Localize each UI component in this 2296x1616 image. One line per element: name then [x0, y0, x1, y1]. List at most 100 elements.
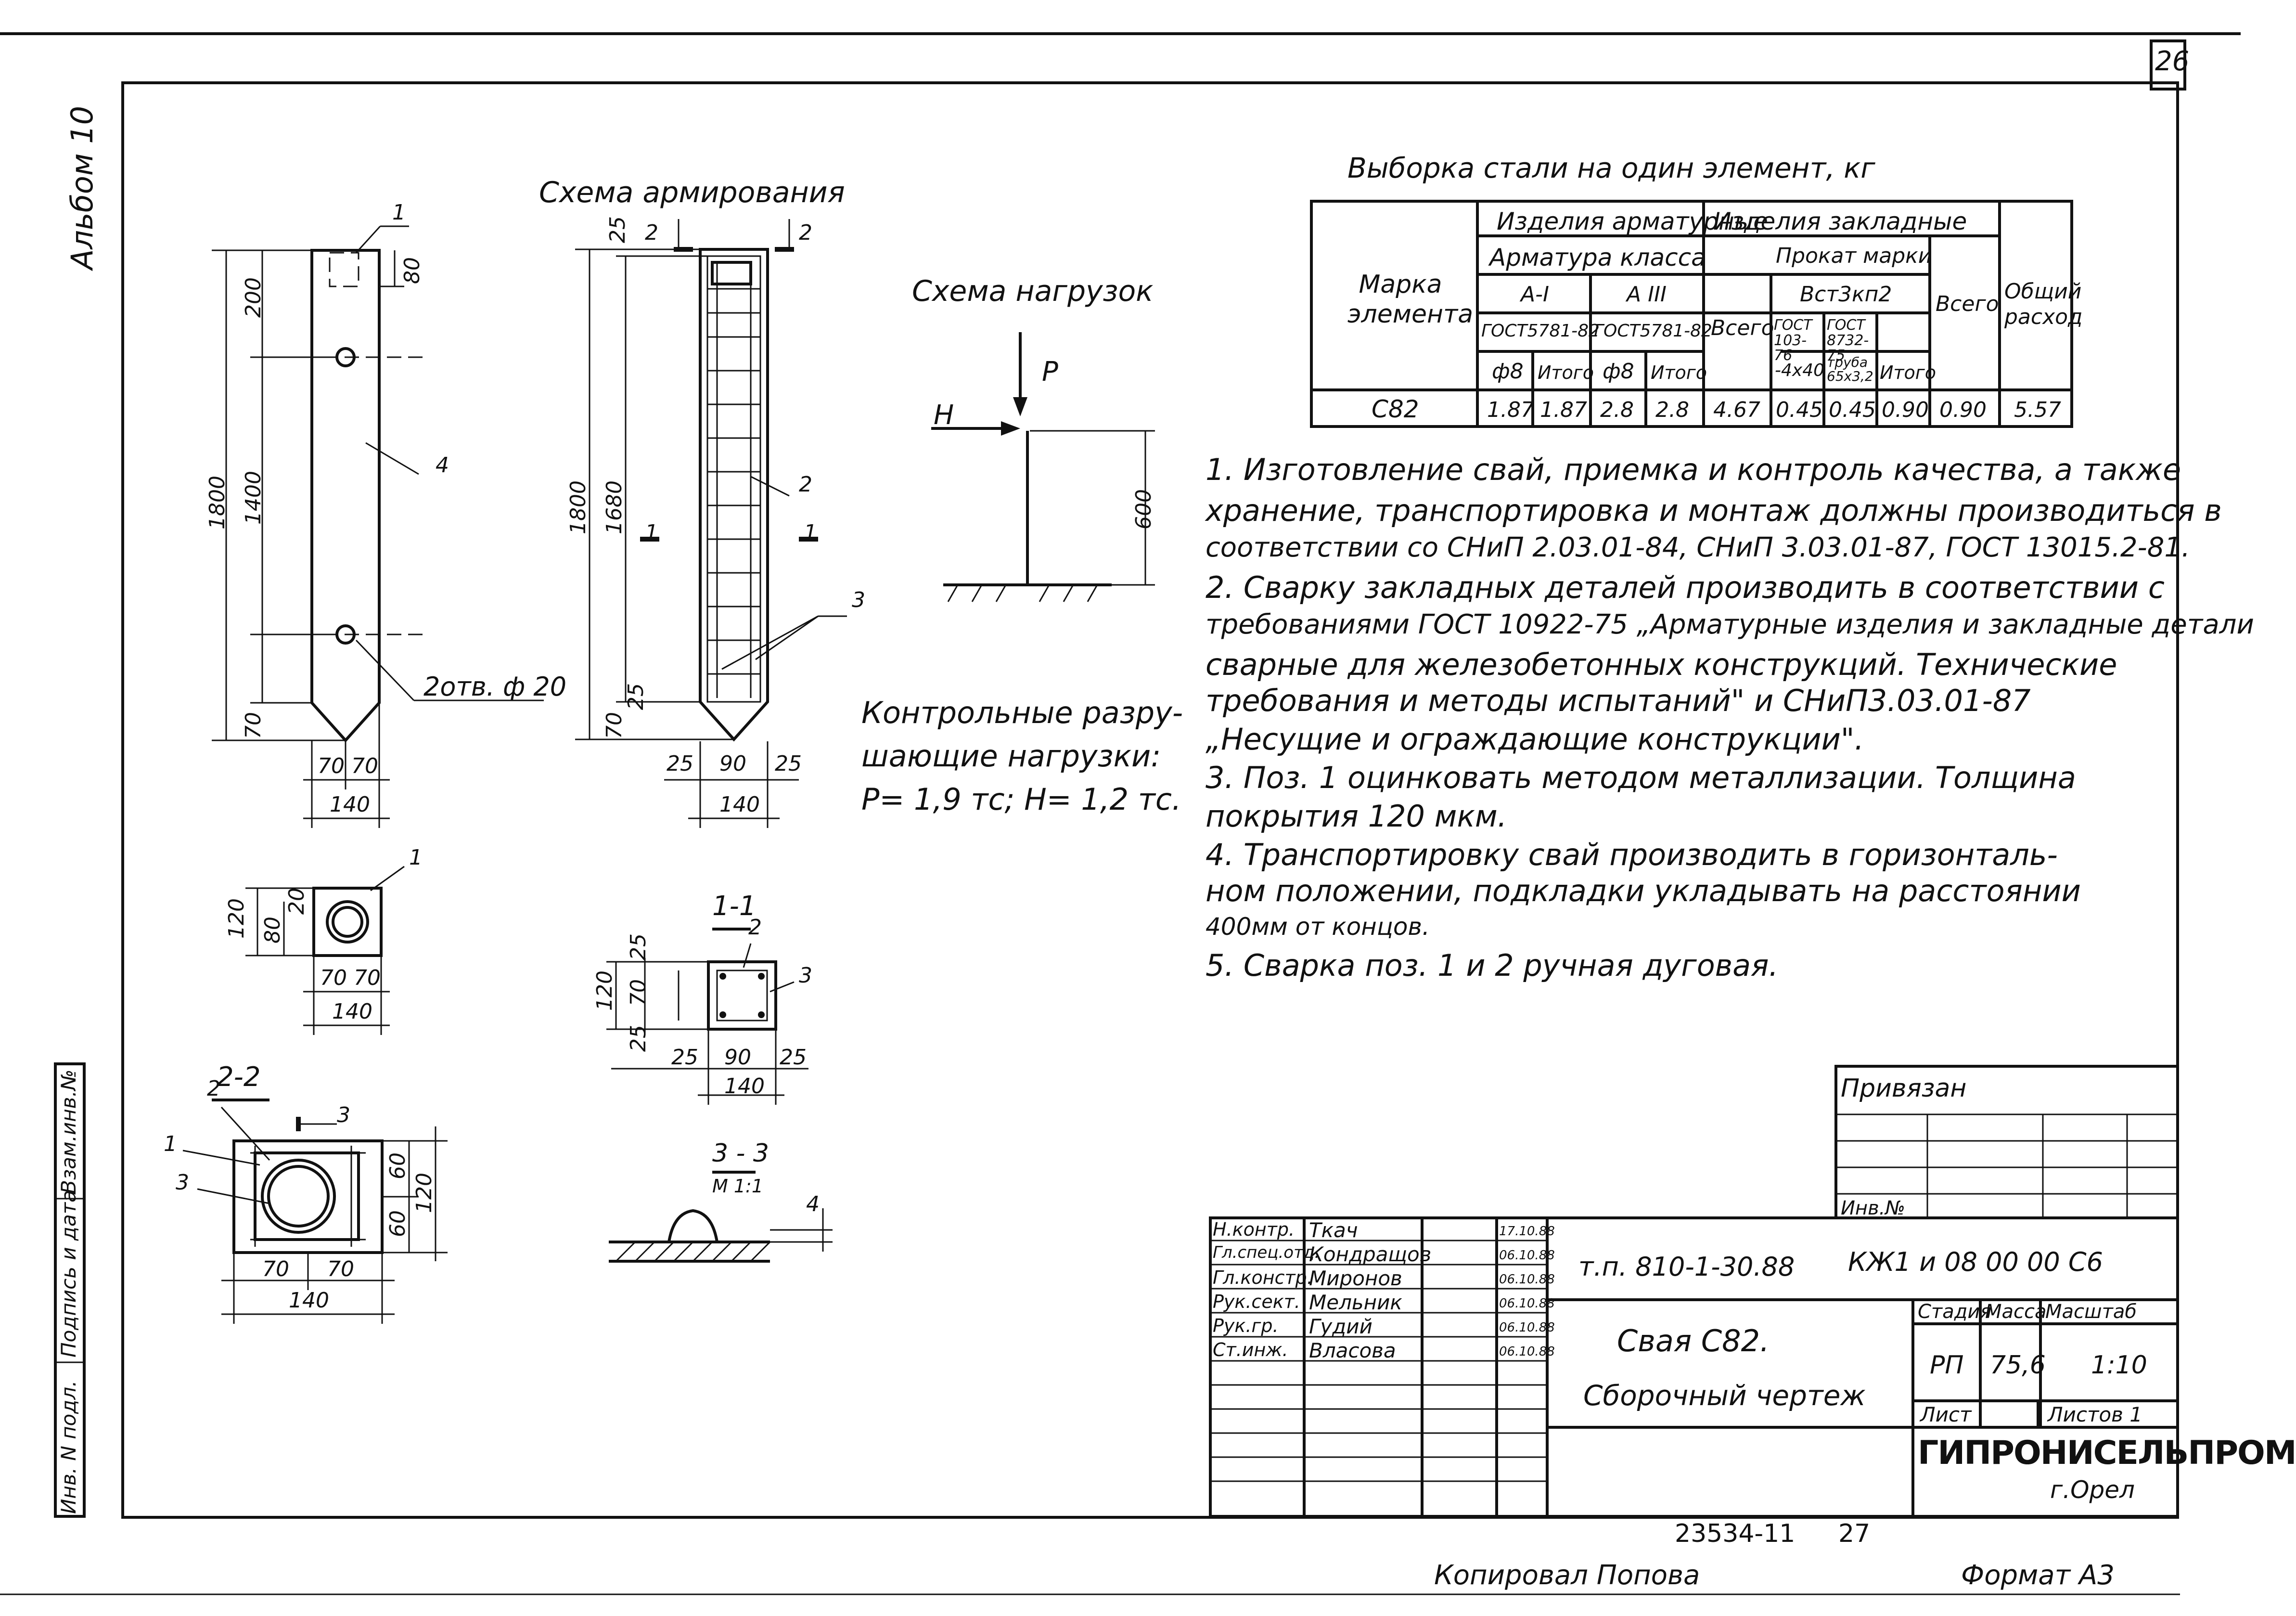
top-dim-140: 140 — [332, 999, 372, 1024]
stage-value: РП — [1930, 1351, 1964, 1380]
reinf-pos-3: 3 — [852, 588, 865, 612]
signer-date: 17.10.88 — [1499, 1224, 1555, 1239]
pile-dim-70b: 70 — [351, 754, 378, 778]
pile-dim-70v: 70 — [241, 712, 266, 739]
reinf-dim-70: 70 — [602, 712, 627, 739]
reinforcement-title: Схема армирования — [539, 176, 845, 209]
signer-role: Гл.спец.отд. — [1213, 1243, 1320, 1262]
th-overall: Общий расход — [2004, 279, 2083, 329]
reinf-dim-1680: 1680 — [602, 480, 627, 534]
th-gost1: ГОСТ 103-76 — [1774, 317, 1812, 364]
th-armature-items: Изделия арматурные — [1497, 207, 1768, 235]
pile-dim-140: 140 — [330, 792, 370, 817]
section-2-2 — [182, 1099, 448, 1324]
th-sz2: труба 65х3,2 — [1827, 354, 1873, 385]
reinf-dim-25v: 25 — [624, 683, 648, 710]
cell-d8b: 2.8 — [1600, 398, 1634, 422]
reinf-pos-2: 2 — [799, 472, 812, 497]
reinf-dim-25top: 25 — [605, 216, 630, 243]
s22-dim-140: 140 — [289, 1288, 329, 1313]
note-line: хранение, транспортировка и монтаж должн… — [1206, 493, 2222, 528]
title-block-grid — [1209, 1216, 2179, 1518]
th-rolled: Прокат марки — [1776, 244, 1932, 268]
signer-role: Рук.сект. — [1213, 1291, 1300, 1312]
s11-dim-25a: 25 — [626, 933, 651, 960]
th-total-c: Итого — [1880, 362, 1937, 383]
s11-dim-90: 90 — [724, 1045, 751, 1070]
th-a1: А-I — [1521, 282, 1549, 307]
signer-name: Кондращов — [1309, 1242, 1432, 1266]
load-height-600: 600 — [1131, 489, 1156, 530]
s11-pos-2: 2 — [748, 915, 762, 940]
th-steel: Вст3кп2 — [1800, 282, 1892, 307]
pile-dim-200: 200 — [241, 277, 266, 318]
signer-name: Миронов — [1309, 1267, 1402, 1290]
section-3-3-scale: М 1:1 — [712, 1176, 764, 1197]
section-1-1 — [606, 928, 808, 1105]
pile-view — [212, 225, 544, 828]
signer-role: Рук.гр. — [1213, 1315, 1279, 1336]
section-3-3-title: 3 - 3 — [712, 1139, 769, 1168]
th-vsego: Всего — [1711, 316, 1774, 340]
s22-dim-60a: 60 — [385, 1152, 410, 1179]
scale-value: 1:10 — [2091, 1351, 2147, 1380]
signer-name: Власова — [1309, 1339, 1396, 1362]
pile-pos-1: 1 — [392, 200, 406, 225]
privyazan-label: Привязан — [1841, 1074, 1967, 1103]
note-line: „Несущие и ограждающие конструкции". — [1206, 722, 1864, 757]
org-city: г.Орел — [2050, 1476, 2135, 1504]
reinf-dim-1800: 1800 — [566, 480, 590, 534]
doc-code: КЖ1 и 08 00 00 С6 — [1848, 1247, 2103, 1277]
reinf-cut-2a: 2 — [645, 220, 658, 245]
s11-dim-70: 70 — [626, 979, 651, 1006]
control-loads-3: P= 1,9 тс; H= 1,2 тс. — [861, 782, 1181, 817]
s11-pos-3: 3 — [799, 963, 812, 988]
th-mark: Марка элемента — [1347, 270, 1474, 329]
reinf-cut-1b: 1 — [804, 520, 817, 545]
cell-total-c: 0.90 — [1882, 398, 1929, 422]
note-line: 400мм от концов. — [1206, 913, 1430, 941]
th-gost-a1: ГОСТ5781-82 — [1481, 321, 1600, 341]
top-pos-1: 1 — [409, 845, 423, 870]
top-dim-20: 20 — [284, 888, 309, 915]
section-2-2-title: 2-2 — [217, 1061, 261, 1093]
th-sz1: -4х40 — [1775, 361, 1825, 380]
footer-page: 27 — [1838, 1519, 1871, 1548]
signer-role: Ст.инж. — [1213, 1339, 1288, 1360]
reinf-dim-90: 90 — [719, 751, 746, 776]
drawing-lines — [0, 32, 2241, 1595]
pile-dim-1400: 1400 — [241, 471, 266, 525]
s11-dim-25c: 25 — [671, 1045, 698, 1070]
signer-date: 06.10.88 — [1499, 1272, 1555, 1287]
s22-pos-1: 1 — [164, 1132, 177, 1156]
reinf-dim-25b: 25 — [775, 751, 802, 776]
signer-date: 06.10.88 — [1499, 1345, 1555, 1359]
note-line: требования и методы испытаний" и СНиП3.0… — [1206, 683, 2031, 718]
steel-table-title: Выборка стали на один элемент, кг — [1347, 152, 1875, 184]
copied-by: Копировал Попова — [1434, 1560, 1700, 1591]
stage-label: Стадия — [1918, 1301, 1992, 1323]
steel-table-grid — [1310, 200, 2073, 428]
reinf-cut-2b: 2 — [799, 220, 812, 245]
side-podpis-data: Подпись и дата — [57, 1190, 80, 1357]
drawing-name-1: Свая С82. — [1617, 1323, 1770, 1358]
s33-dim-4: 4 — [806, 1192, 820, 1216]
mass-label: Масса — [1985, 1301, 2047, 1323]
load-h-label: H — [934, 400, 954, 431]
s22-dim-60b: 60 — [385, 1210, 410, 1237]
s22-cut-3: 3 — [337, 1103, 350, 1127]
mass-value: 75,6 — [1990, 1351, 2046, 1380]
th-gost2: ГОСТ 8732-75 — [1827, 317, 1869, 364]
top-dim-70b: 70 — [354, 966, 381, 990]
control-loads-2: шающие нагрузки: — [861, 738, 1161, 774]
cell-total-a: 1.87 — [1540, 398, 1587, 422]
s22-pos-3: 3 — [176, 1170, 189, 1195]
reinf-dim-140: 140 — [719, 792, 760, 817]
note-line: 5. Сварка поз. 1 и 2 ручная дуговая. — [1206, 948, 1779, 983]
cell-overall: 5.57 — [2014, 398, 2061, 422]
note-line: 2. Сварку закладных деталей производить … — [1206, 570, 2165, 605]
cell-sz1: 0.45 — [1776, 398, 1823, 422]
note-line: 3. Поз. 1 оцинковать методом металлизаци… — [1206, 760, 2076, 795]
s11-dim-25b: 25 — [626, 1025, 651, 1052]
scale-label: Масштаб — [2045, 1301, 2137, 1323]
